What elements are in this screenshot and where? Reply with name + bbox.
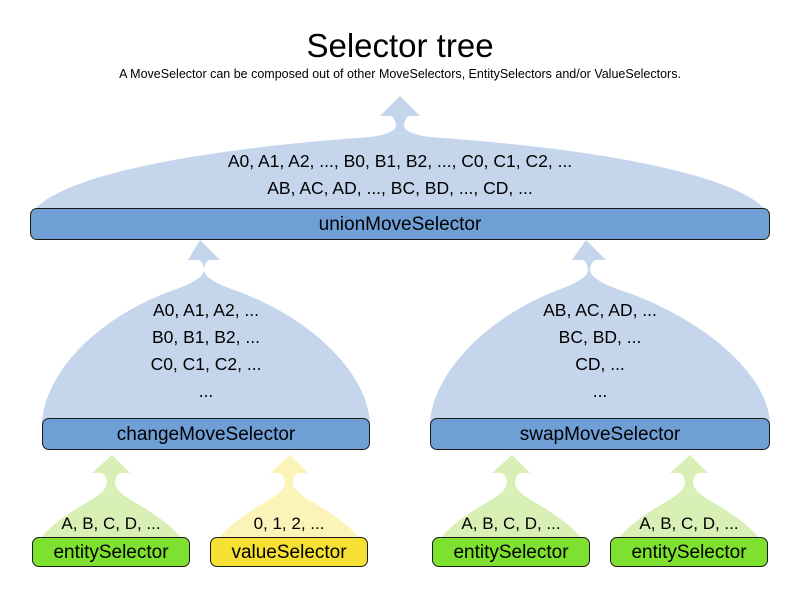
value1-balloon-shape	[210, 455, 368, 559]
node-swap-move-selector[interactable]: AB, AC, AD, ... BC, BD, ... CD, ... ... …	[428, 240, 772, 450]
page-subtitle: A MoveSelector can be composed out of ot…	[119, 67, 681, 81]
entity-selector-1-label[interactable]: entitySelector	[32, 537, 190, 567]
node-union-move-selector[interactable]: A0, A1, A2, ..., B0, B1, B2, ..., C0, C1…	[28, 96, 772, 241]
swap-move-selector-label[interactable]: swapMoveSelector	[430, 418, 770, 450]
node-entity-selector-3[interactable]: A, B, C, D, ... entitySelector	[608, 455, 770, 570]
node-entity-selector-1[interactable]: A, B, C, D, ... entitySelector	[30, 455, 192, 570]
swap-balloon-shape	[430, 240, 770, 430]
entity-selector-3-label[interactable]: entitySelector	[610, 537, 768, 567]
change-move-selector-label[interactable]: changeMoveSelector	[42, 418, 370, 450]
entity1-balloon-shape	[32, 455, 190, 559]
value-selector-1-label[interactable]: valueSelector	[210, 537, 368, 567]
union-move-selector-label[interactable]: unionMoveSelector	[30, 208, 770, 240]
page-title: Selector tree	[306, 27, 494, 64]
entity2-balloon-shape	[432, 455, 590, 559]
union-balloon-shape	[36, 96, 764, 214]
node-value-selector-1[interactable]: 0, 1, 2, ... valueSelector	[208, 455, 370, 570]
entity-selector-2-label[interactable]: entitySelector	[432, 537, 590, 567]
change-balloon-shape	[42, 240, 370, 430]
node-change-move-selector[interactable]: A0, A1, A2, ... B0, B1, B2, ... C0, C1, …	[40, 240, 372, 450]
node-entity-selector-2[interactable]: A, B, C, D, ... entitySelector	[430, 455, 592, 570]
entity3-balloon-shape	[610, 455, 768, 559]
